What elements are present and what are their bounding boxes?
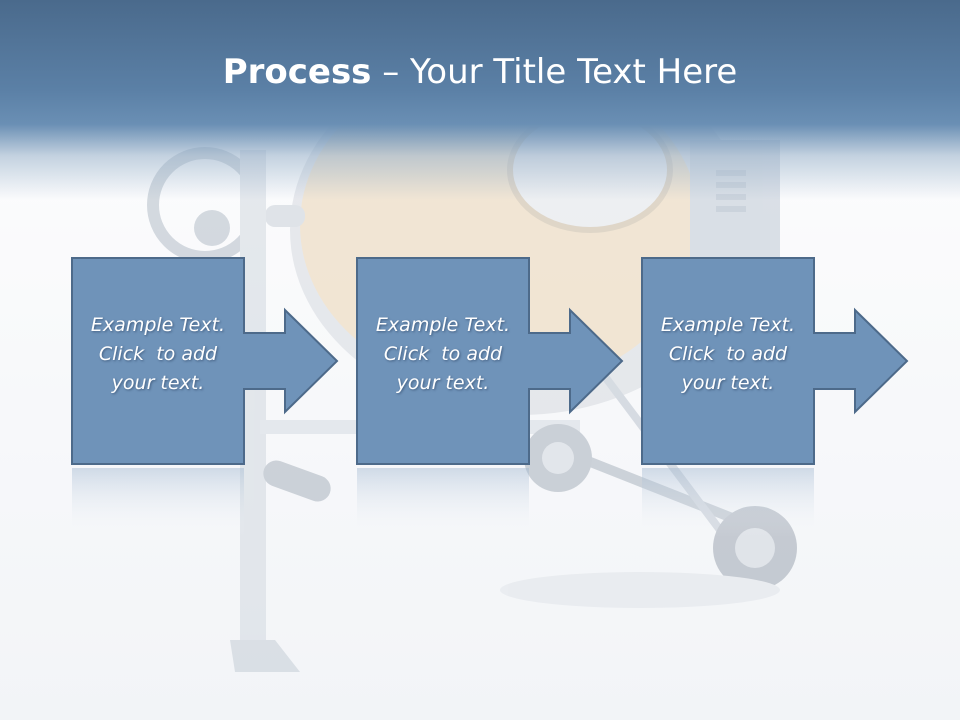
step-1-line-1: Example Text.	[90, 314, 226, 336]
step-1-reflection	[72, 468, 244, 538]
step-2-line-1: Example Text.	[375, 314, 511, 336]
title-band	[0, 0, 960, 200]
step-1-arrow[interactable]	[71, 257, 339, 465]
step-2-reflection	[357, 468, 529, 538]
step-3-reflection	[642, 468, 814, 538]
step-2-line-3: your text.	[396, 372, 490, 394]
step-3-line-3: your text.	[681, 372, 775, 394]
step-3-text[interactable]: Example Text. Click to add your text.	[642, 311, 814, 398]
step-3-line-2: Click to add	[668, 343, 788, 365]
step-2-arrow[interactable]	[356, 257, 624, 465]
page-title[interactable]: Process – Your Title Text Here	[0, 52, 960, 92]
step-2-text[interactable]: Example Text. Click to add your text.	[357, 311, 529, 398]
title-bold: Process	[222, 52, 372, 92]
step-3-arrow[interactable]	[641, 257, 909, 465]
step-1-text[interactable]: Example Text. Click to add your text.	[72, 311, 244, 398]
step-3-line-1: Example Text.	[660, 314, 796, 336]
step-2-line-2: Click to add	[383, 343, 503, 365]
step-1-line-3: your text.	[111, 372, 205, 394]
step-1-line-2: Click to add	[98, 343, 218, 365]
title-rest: – Your Title Text Here	[371, 52, 738, 92]
